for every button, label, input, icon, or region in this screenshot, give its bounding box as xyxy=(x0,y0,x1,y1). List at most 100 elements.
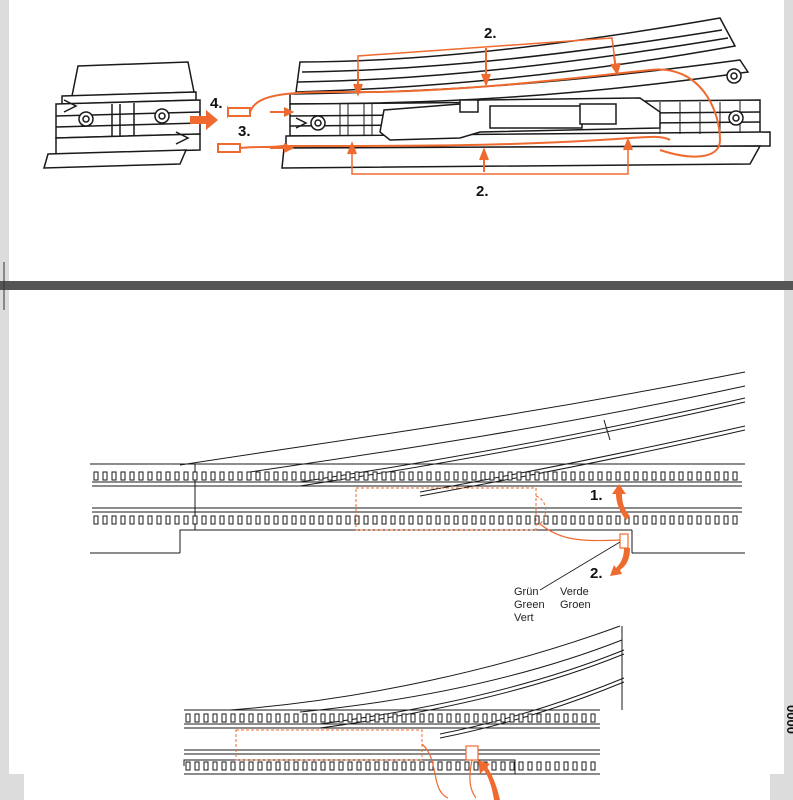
sleeper-tick xyxy=(536,761,542,771)
sleeper-tick xyxy=(473,761,479,771)
sleeper-tick xyxy=(230,713,236,723)
sleeper-tick xyxy=(462,515,468,525)
sleeper-tick xyxy=(327,515,333,525)
sleeper-tick xyxy=(257,761,263,771)
sleeper-tick xyxy=(426,515,432,525)
sleeper-tick xyxy=(543,471,549,481)
sleeper-tick xyxy=(381,515,387,525)
sleeper-tick xyxy=(552,471,558,481)
sleeper-tick xyxy=(336,471,342,481)
sleeper-tick xyxy=(678,515,684,525)
sleeper-tick xyxy=(714,471,720,481)
sleeper-tick xyxy=(498,471,504,481)
sleeper-tick xyxy=(579,515,585,525)
sleeper-tick xyxy=(275,761,281,771)
sleeper-tick xyxy=(572,713,578,723)
sleeper-tick xyxy=(545,761,551,771)
insert-arrow xyxy=(190,110,218,130)
sleeper-tick xyxy=(444,471,450,481)
sleeper-tick xyxy=(365,761,371,771)
turnout-diagram-upper xyxy=(90,371,746,554)
sleeper-tick xyxy=(444,515,450,525)
sleeper-tick xyxy=(183,471,189,481)
sleeper-tick xyxy=(311,713,317,723)
sleeper-tick xyxy=(246,471,252,481)
sleeper-tick xyxy=(552,515,558,525)
arrow-step2 xyxy=(610,548,630,576)
sleeper-tick xyxy=(581,713,587,723)
sleeper-tick xyxy=(129,515,135,525)
sleeper-tick xyxy=(642,471,648,481)
sleeper-tick xyxy=(545,713,551,723)
sleeper-tick xyxy=(255,471,261,481)
sleeper-tick xyxy=(563,713,569,723)
sleeper-tick xyxy=(374,761,380,771)
sleeper-tick xyxy=(419,761,425,771)
sleeper-tick xyxy=(516,471,522,481)
sleeper-tick xyxy=(705,515,711,525)
sleeper-tick xyxy=(291,515,297,525)
sleeper-tick xyxy=(356,713,362,723)
sleeper-tick xyxy=(507,471,513,481)
sleeper-tick xyxy=(500,761,506,771)
sleeper-tick xyxy=(147,515,153,525)
sleeper-tick xyxy=(435,515,441,525)
sleeper-tick xyxy=(383,713,389,723)
sleeper-tick xyxy=(390,471,396,481)
color-label-fr: Vert xyxy=(514,612,534,624)
sleeper-tick xyxy=(509,713,515,723)
sleeper-tick xyxy=(363,471,369,481)
sleeper-tick xyxy=(435,471,441,481)
wire-color-leader xyxy=(539,541,621,591)
sleeper-tick xyxy=(516,515,522,525)
sleeper-tick xyxy=(651,515,657,525)
sleeper-tick xyxy=(185,713,191,723)
sleeper-tick xyxy=(266,761,272,771)
sleeper-tick xyxy=(633,515,639,525)
drive-outline-upper xyxy=(355,487,546,531)
sleeper-tick xyxy=(147,471,153,481)
sleeper-tick xyxy=(345,515,351,525)
sleeper-tick xyxy=(437,713,443,723)
sleeper-tick xyxy=(275,713,281,723)
sleeper-tick xyxy=(219,471,225,481)
sleeper-tick xyxy=(248,761,254,771)
sleeper-tick xyxy=(732,515,738,525)
sleeper-tick xyxy=(257,713,263,723)
sleeper-tick xyxy=(669,471,675,481)
sleeper-tick xyxy=(372,471,378,481)
sleeper-tick xyxy=(102,471,108,481)
sleeper-tick xyxy=(212,713,218,723)
sleeper-tick xyxy=(311,761,317,771)
sleeper-tick xyxy=(156,515,162,525)
sleeper-tick xyxy=(399,471,405,481)
sleeper-tick xyxy=(273,515,279,525)
sleeper-tick xyxy=(129,471,135,481)
sleeper-tick xyxy=(291,471,297,481)
sleeper-tick xyxy=(347,713,353,723)
sleeper-tick xyxy=(192,515,198,525)
sleeper-tick xyxy=(363,515,369,525)
label-step2-bottom: 2. xyxy=(476,183,489,200)
sleeper-tick xyxy=(230,761,236,771)
sleeper-tick xyxy=(264,471,270,481)
sleeper-tick xyxy=(300,515,306,525)
edge-mark: 0000 xyxy=(784,705,793,734)
sleeper-tick xyxy=(203,713,209,723)
sleeper-tick xyxy=(597,515,603,525)
sleeper-tick xyxy=(408,515,414,525)
sleeper-tick xyxy=(237,471,243,481)
sleeper-tick xyxy=(392,761,398,771)
sleeper-tick xyxy=(210,471,216,481)
sleeper-tick xyxy=(228,515,234,525)
sleeper-tick xyxy=(318,471,324,481)
sleeper-tick xyxy=(714,515,720,525)
sleeper-tick xyxy=(696,515,702,525)
sleeper-tick xyxy=(111,515,117,525)
sleeper-tick xyxy=(428,713,434,723)
sleeper-tick xyxy=(588,471,594,481)
sleeper-tick xyxy=(732,471,738,481)
sleeper-tick xyxy=(93,515,99,525)
sleeper-tick xyxy=(219,515,225,525)
